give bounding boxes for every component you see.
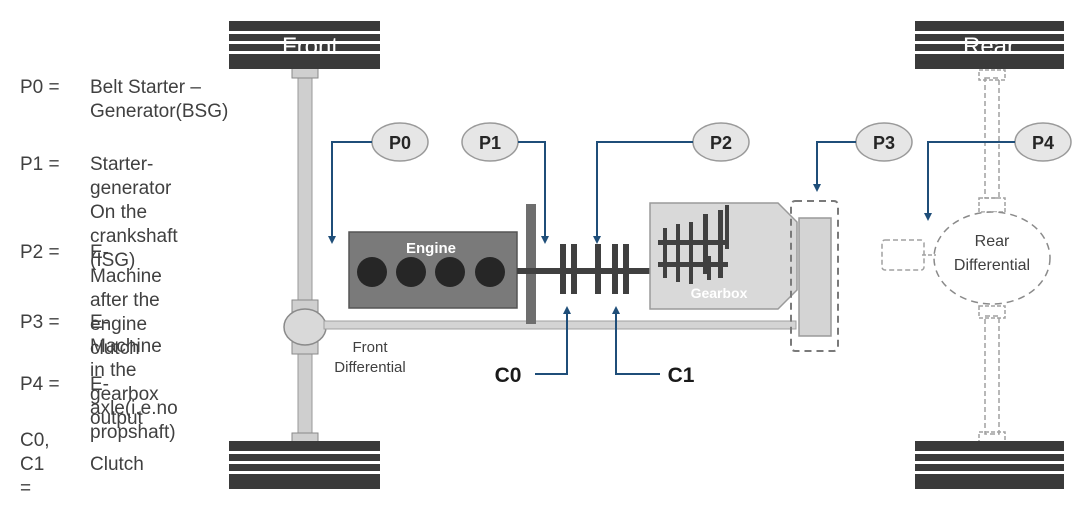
c1-arrow xyxy=(612,306,660,375)
legend-key: P3 = xyxy=(20,312,60,333)
p2-label: P2 xyxy=(710,133,732,153)
clutch-c0 xyxy=(560,244,577,294)
flywheel xyxy=(526,204,536,324)
legend-key: P0 = xyxy=(20,77,60,98)
engine-label: Engine xyxy=(406,240,456,257)
p2-machine xyxy=(595,244,601,294)
gearbox-label: Gearbox xyxy=(691,285,748,301)
p1-label: P1 xyxy=(479,133,501,153)
p3-arrow xyxy=(813,141,856,192)
p1-arrow xyxy=(518,141,549,244)
p4-emachine xyxy=(881,239,925,271)
legend-text: Belt Starter – Generator(BSG) xyxy=(90,77,229,122)
p4-bubble: P4 xyxy=(1014,122,1072,162)
legend-key: C0, C1 = xyxy=(20,430,50,499)
output-shaft xyxy=(323,320,797,330)
c1-label: C1 xyxy=(668,364,695,387)
p0-label: P0 xyxy=(389,133,411,153)
rear-right-wheel xyxy=(915,441,1064,489)
legend-text: Starter-generator On the crankshaft (ISG… xyxy=(90,154,178,271)
front-differential xyxy=(283,308,327,346)
p0-arrow xyxy=(328,141,372,244)
front-left-wheel xyxy=(229,21,380,69)
p3-machine xyxy=(798,217,832,337)
clutch-c1 xyxy=(612,244,629,294)
legend-key: P4 = xyxy=(20,374,60,395)
front-right-wheel xyxy=(229,441,380,489)
p2-arrow xyxy=(593,141,693,244)
legend-key: P2 = xyxy=(20,242,60,263)
legend-key: P1 = xyxy=(20,154,60,175)
rear-diff-label-2: Differential xyxy=(954,257,1030,274)
engine xyxy=(348,231,518,309)
legend-text: Clutch xyxy=(90,454,144,475)
gearbox xyxy=(649,202,798,310)
p0-bubble: P0 xyxy=(371,122,429,162)
front-diff-label-2: Differential xyxy=(334,359,405,376)
p4-label: P4 xyxy=(1032,133,1054,153)
front-axle xyxy=(291,65,319,446)
c0-arrow xyxy=(535,306,571,375)
rear-diff-label-1: Rear xyxy=(975,233,1010,250)
front-label: Front xyxy=(282,33,338,60)
rear-label: Rear xyxy=(963,33,1015,60)
crankshaft xyxy=(517,268,660,274)
p3-label: P3 xyxy=(873,133,895,153)
legend-text: E-Machine in the gearbox output xyxy=(90,312,162,429)
rear-differential xyxy=(933,211,1051,305)
p3-bubble: P3 xyxy=(855,122,913,162)
front-diff-label-1: Front xyxy=(352,339,388,356)
legend-text: E-axle(i.e.no propshaft) xyxy=(90,374,178,443)
legend-text: E-Machine after the engine clutch xyxy=(90,242,162,359)
p1-bubble: P1 xyxy=(461,122,519,162)
p2-bubble: P2 xyxy=(692,122,750,162)
rear-left-wheel xyxy=(915,21,1064,69)
c0-label: C0 xyxy=(495,364,522,387)
p4-arrow xyxy=(924,141,1015,221)
